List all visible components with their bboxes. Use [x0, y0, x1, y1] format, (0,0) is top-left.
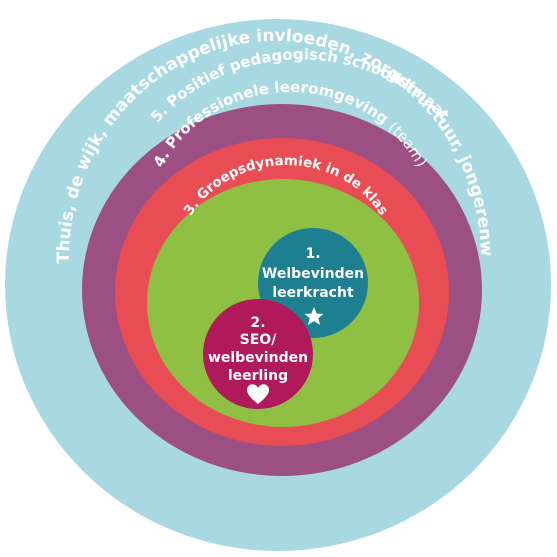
student-circle-line1: SEO/	[240, 332, 278, 348]
student-circle-line2: welbevinden	[208, 350, 308, 366]
star-icon	[304, 307, 324, 325]
student-wellbeing-circle: 2. SEO/ welbevinden leerling	[203, 299, 313, 409]
teacher-circle-line1: Welbevinden	[262, 266, 364, 282]
heart-icon	[247, 384, 269, 404]
student-circle-shape	[203, 299, 313, 409]
student-circle-line3: leerling	[228, 368, 288, 384]
teacher-circle-line2: leerkracht	[272, 285, 354, 301]
student-circle-number: 2.	[250, 315, 265, 331]
teacher-circle-number: 1.	[305, 246, 320, 262]
